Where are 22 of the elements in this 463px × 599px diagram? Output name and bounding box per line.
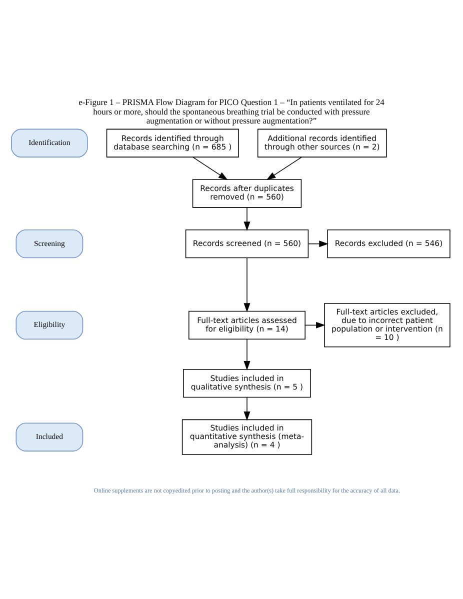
node-box: Records after duplicates removed (n = 560) — [192, 178, 302, 208]
node-box: Additional records identified through other sources (n = 2) — [257, 128, 387, 157]
node-box: Full-text articles assessed for eligibility (n = 14) — [188, 310, 306, 339]
arrow — [266, 156, 302, 180]
node-box: Records excluded (n = 546) — [327, 229, 450, 258]
arrow — [244, 256, 250, 312]
node-box: Full-text articles excluded, due to incorrect patient population or intervention (n = 10 ) — [324, 302, 450, 347]
node-box: Screening — [16, 229, 84, 258]
node-box: Records identified through database searching (n = 685 ) — [106, 128, 239, 157]
node-box: Records screened (n = 560) — [185, 229, 309, 258]
arrow — [244, 206, 250, 230]
node-box: Studies included in quantitative synthesis (meta-analysis) (n = 4 ) — [182, 418, 312, 454]
arrow — [308, 240, 328, 247]
arrow — [304, 321, 326, 328]
arrow — [192, 156, 228, 180]
node-box: Eligibility — [16, 310, 84, 339]
node-box: Identification — [11, 128, 88, 157]
arrow — [244, 396, 250, 420]
node-box: Included — [16, 422, 84, 451]
arrow — [244, 338, 250, 370]
diagram-title: e-Figure 1 – PRISMA Flow Diagram for PICO Question 1 – “In patients ventilated for 24 hours or more, should the spontaneous breathing trial be conducted with pressure augmentation or without pressure augmentation?” — [78, 96, 384, 126]
node-box: Studies included in qualitative synthesis (n = 5 ) — [183, 368, 311, 398]
